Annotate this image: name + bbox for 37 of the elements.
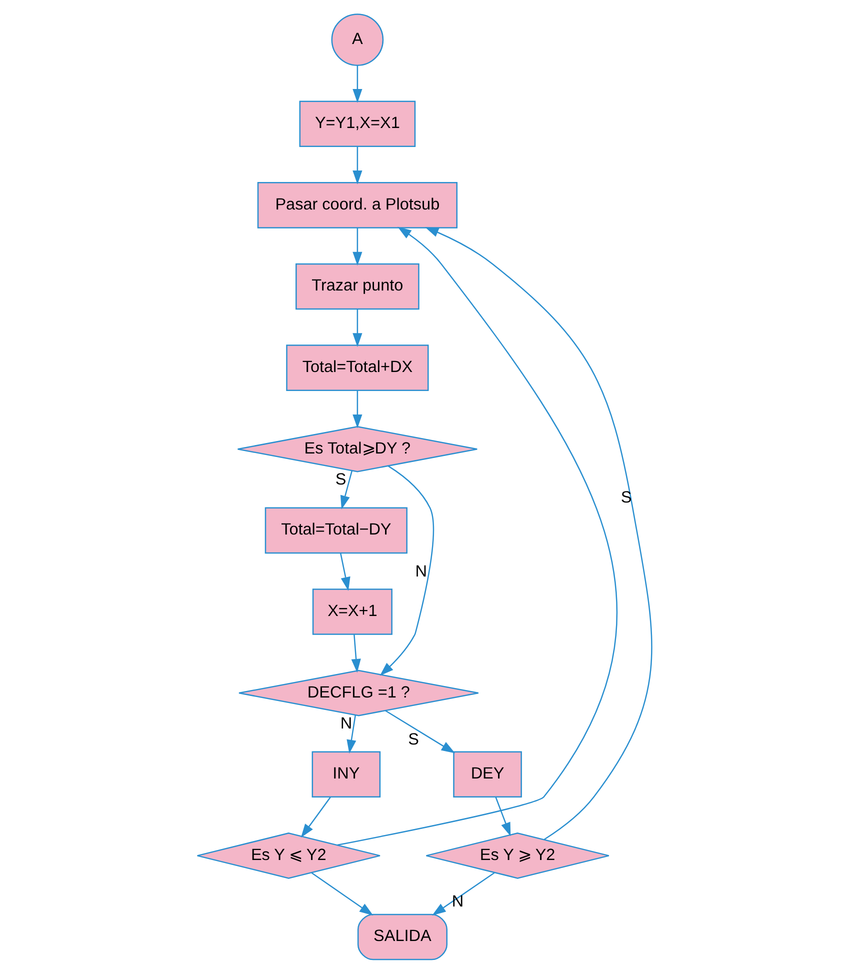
arrow	[379, 464, 434, 676]
arrow	[350, 634, 360, 672]
arrow	[432, 872, 494, 915]
arrow	[340, 470, 352, 509]
edge-label: N	[414, 562, 427, 580]
arrow	[384, 710, 455, 753]
arrow	[352, 227, 362, 266]
node-box: INY	[311, 750, 380, 797]
arrow	[352, 65, 362, 102]
node-box: Trazar punto	[295, 262, 419, 310]
arrow	[310, 872, 373, 915]
node-diamond: DECFLG =1 ?	[238, 669, 478, 716]
edge-label: N	[451, 892, 464, 910]
node-diamond: Es Y ⩽ Y2	[196, 832, 380, 878]
node-box: Total=Total+DX	[286, 344, 428, 390]
arrow	[300, 796, 330, 838]
arrow	[336, 226, 617, 846]
node-circle: A	[330, 13, 384, 66]
edge-label: N	[340, 714, 352, 732]
edge-label: S	[408, 730, 418, 748]
node-box: Y=Y1,X=X1	[298, 100, 416, 146]
arrow	[340, 552, 350, 590]
node-diamond: Es Y ⩾ Y2	[425, 832, 610, 878]
node-box: DEY	[452, 750, 522, 797]
node-box: Total=Total−DY	[264, 506, 407, 554]
edge-label: S	[620, 488, 632, 506]
node-box: SALIDA	[356, 913, 447, 960]
node-box: Pasar coord. a Plotsub	[256, 182, 457, 228]
arrow	[352, 390, 362, 428]
arrow	[346, 714, 356, 754]
arrow	[352, 146, 362, 184]
arrow	[424, 226, 652, 840]
arrow	[494, 796, 510, 836]
node-box: X=X+1	[312, 588, 392, 634]
arrow	[352, 308, 362, 346]
edge-label: S	[334, 470, 346, 488]
node-diamond: Es Total⩾DY ?	[236, 425, 478, 472]
